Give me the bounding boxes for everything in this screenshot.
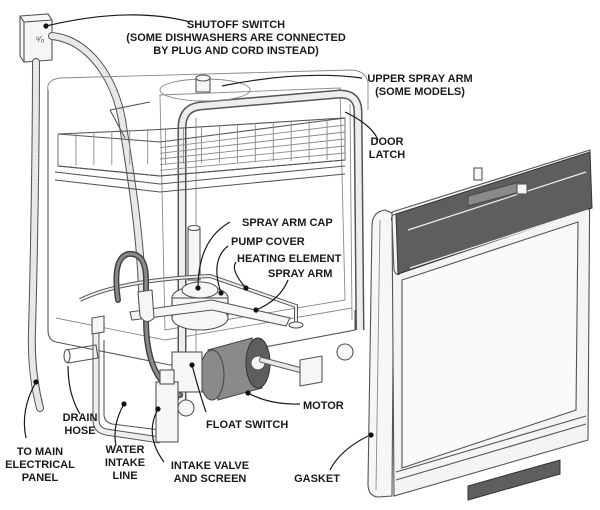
label-heating-element: HEATING ELEMENT: [237, 253, 342, 265]
svg-text:AND SCREEN: AND SCREEN: [174, 473, 247, 485]
svg-text:INTAKE VALVE: INTAKE VALVE: [171, 460, 249, 472]
rack-wire: [159, 131, 346, 154]
label-intake-valve-and-screen: INTAKE VALVE AND SCREEN: [171, 460, 249, 485]
labels: SHUTOFF SWITCH (SOME DISHWASHERS ARE CON…: [5, 19, 473, 485]
intake-valve-and-screen: [155, 369, 195, 443]
label-drain-hose: DRAIN HOSE: [63, 412, 98, 437]
svg-text:SHUTOFF SWITCH: SHUTOFF SWITCH: [187, 19, 285, 31]
svg-text:HOSE: HOSE: [64, 425, 95, 437]
svg-text:BY PLUG AND CORD INSTEAD): BY PLUG AND CORD INSTEAD): [153, 45, 319, 57]
label-shutoff-switch: SHUTOFF SWITCH (SOME DISHWASHERS ARE CON…: [126, 19, 346, 57]
rack-wire: [159, 124, 346, 149]
water-intake-line: [91, 315, 161, 444]
svg-text:UPPER SPRAY ARM: UPPER SPRAY ARM: [367, 73, 472, 85]
label-spray-arm: SPRAY ARM: [268, 268, 332, 280]
rack-support: [109, 101, 151, 139]
rack-wire: [159, 152, 346, 171]
shutoff-switch-box: ᵒ⁄ₒ: [19, 13, 53, 63]
label-motor: MOTOR: [303, 400, 344, 412]
drain-hose-outlet: [63, 344, 99, 364]
upper-spray-arm: [159, 74, 251, 102]
lower-spray-arm: [129, 299, 291, 327]
svg-text:PANEL: PANEL: [22, 472, 59, 484]
label-upper-spray-arm: UPPER SPRAY ARM (SOME MODELS): [367, 73, 472, 98]
svg-text:(SOME MODELS): (SOME MODELS): [375, 86, 465, 98]
conduit-to-main-panel: [27, 58, 44, 412]
svg-text:INTAKE: INTAKE: [105, 457, 145, 469]
svg-text:TO MAIN: TO MAIN: [17, 446, 63, 458]
label-gasket: GASKET: [294, 473, 340, 485]
leader-lines: [23, 14, 379, 471]
svg-text:LATCH: LATCH: [369, 149, 406, 161]
label-water-intake-line: WATER INTAKE LINE: [105, 444, 145, 482]
motor: [199, 337, 271, 401]
svg-text:LINE: LINE: [112, 470, 137, 482]
svg-text:WATER: WATER: [106, 444, 145, 456]
label-spray-arm-cap: SPRAY ARM CAP: [242, 217, 333, 229]
drain-hose: [113, 250, 183, 398]
label-float-switch: FLOAT SWITCH: [206, 419, 288, 431]
label-to-main-electrical-panel: TO MAIN ELECTRICAL PANEL: [5, 446, 75, 484]
label-door-latch: DOOR LATCH: [369, 136, 406, 161]
label-pump-cover: PUMP COVER: [231, 236, 305, 248]
svg-text:(SOME DISHWASHERS ARE CONNECTE: (SOME DISHWASHERS ARE CONNECTED: [126, 32, 346, 44]
svg-text:DRAIN: DRAIN: [63, 412, 98, 424]
svg-text:DOOR: DOOR: [371, 136, 404, 148]
svg-text:ᵒ⁄ₒ: ᵒ⁄ₒ: [36, 34, 45, 44]
drain-pump-connector: [259, 343, 354, 387]
rack-wire: [159, 138, 346, 160]
spray-arm-cap: [187, 224, 201, 281]
rack-wire: [159, 145, 346, 166]
electrical-cable: [48, 32, 146, 294]
dishwasher-door: [367, 149, 593, 501]
upper-dish-rack: [54, 117, 346, 193]
svg-text:ELECTRICAL: ELECTRICAL: [5, 459, 75, 471]
